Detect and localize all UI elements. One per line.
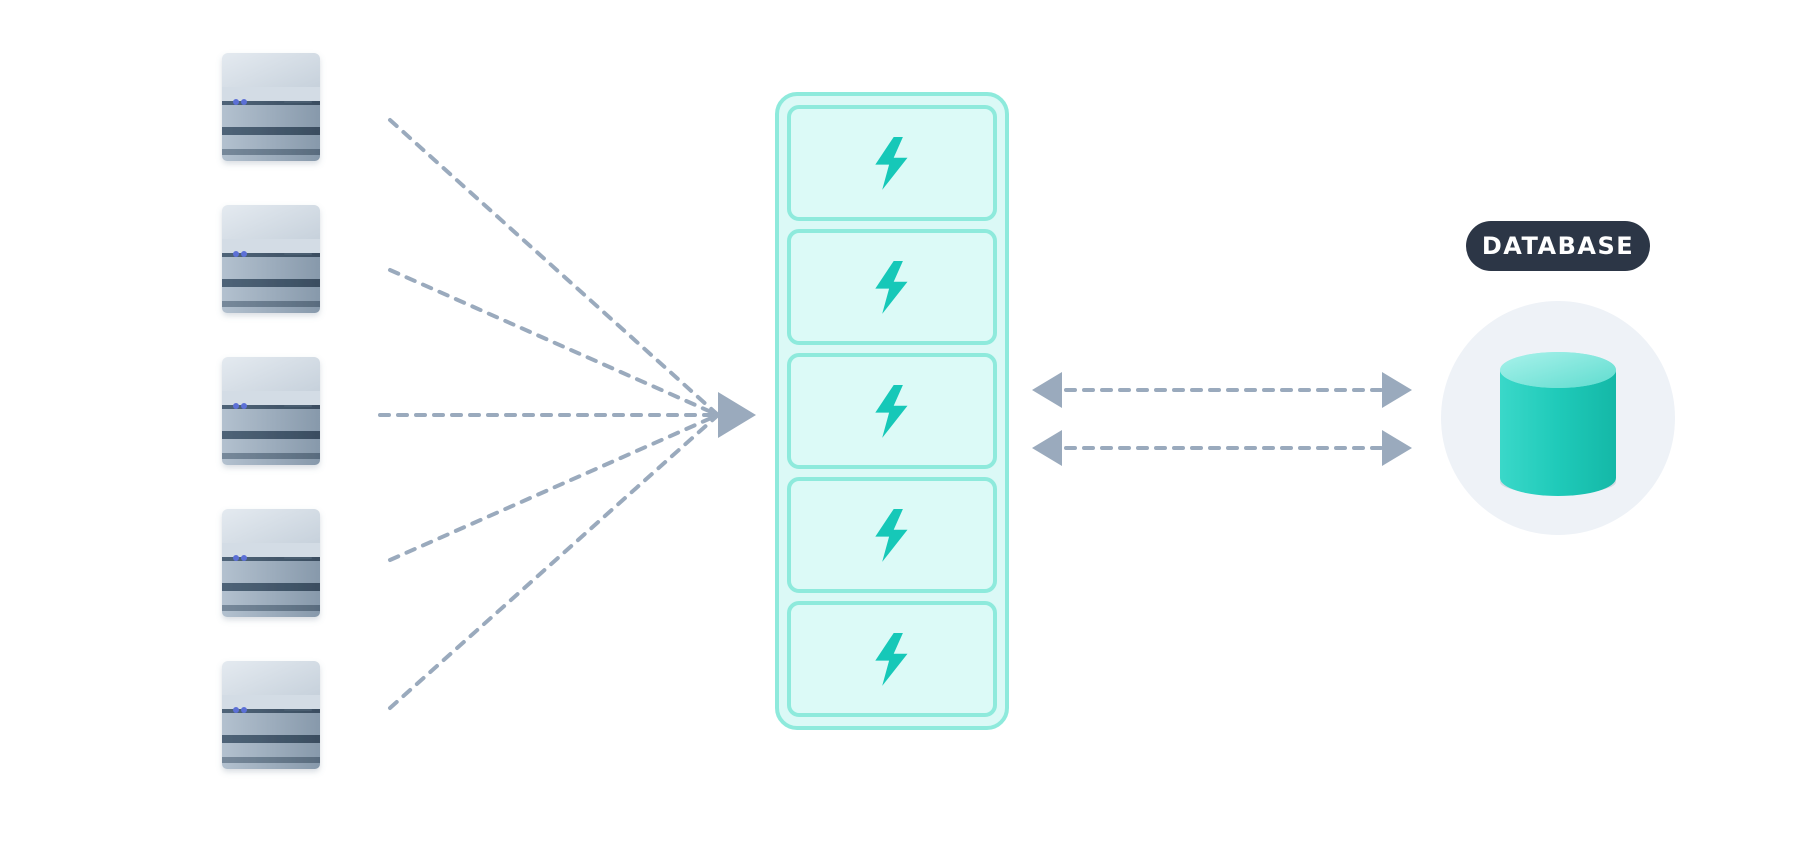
queue-stack bbox=[775, 92, 1009, 730]
arrow-right-icon bbox=[1382, 430, 1412, 466]
queue-slot bbox=[787, 353, 997, 469]
bidirectional-connector bbox=[1032, 372, 1412, 408]
server-rack-icon bbox=[222, 661, 320, 769]
lightning-bolt-icon bbox=[875, 261, 908, 314]
queue-slot bbox=[787, 601, 997, 717]
connector-line bbox=[388, 413, 720, 562]
connector-line bbox=[388, 413, 720, 710]
server-rack-icon bbox=[222, 205, 320, 313]
connector-line bbox=[388, 268, 720, 417]
server-rack-icon bbox=[222, 357, 320, 465]
database-cylinder-icon bbox=[1500, 352, 1616, 496]
arrow-right-icon bbox=[1382, 372, 1412, 408]
connector-line bbox=[388, 118, 720, 417]
queue-slot bbox=[787, 229, 997, 345]
queue-slot bbox=[787, 477, 997, 593]
arrow-left-icon bbox=[1032, 372, 1062, 408]
lightning-bolt-icon bbox=[875, 633, 908, 686]
database-node bbox=[1441, 301, 1675, 535]
bidirectional-connector bbox=[1032, 430, 1412, 466]
lightning-bolt-icon bbox=[875, 509, 908, 562]
connectors bbox=[378, 118, 1412, 710]
servers-column bbox=[222, 53, 320, 769]
arrow-left-icon bbox=[1032, 430, 1062, 466]
lightning-bolt-icon bbox=[875, 385, 908, 438]
server-rack-icon bbox=[222, 53, 320, 161]
arrowhead-icon bbox=[718, 392, 756, 438]
lightning-bolt-icon bbox=[875, 137, 908, 190]
queue-slot bbox=[787, 105, 997, 221]
server-rack-icon bbox=[222, 509, 320, 617]
database-label: DATABASE bbox=[1466, 221, 1650, 271]
